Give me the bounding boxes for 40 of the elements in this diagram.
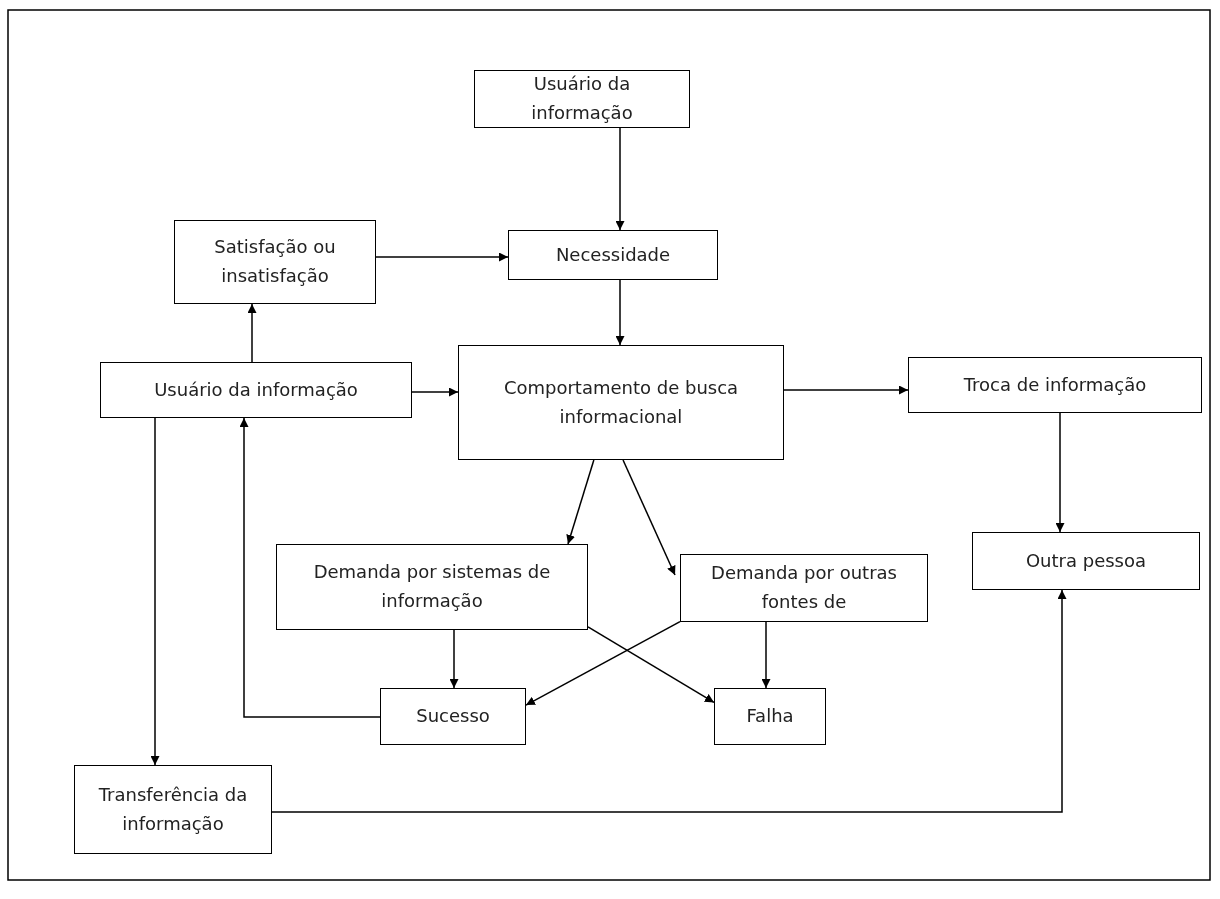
arrow [622, 459, 676, 576]
process-box [458, 345, 784, 460]
arrow [615, 279, 625, 346]
node-label: Outra pessoa [1025, 548, 1147, 573]
arrow [783, 385, 909, 395]
arrow [239, 417, 381, 718]
arrow [615, 127, 625, 231]
arrow [150, 417, 160, 766]
node-label: Falha [746, 704, 794, 729]
process-box [276, 544, 588, 630]
process-box [508, 230, 718, 280]
arrow [247, 303, 257, 363]
process-box [174, 220, 376, 304]
arrow [566, 459, 595, 545]
process-box [908, 357, 1202, 413]
node-label: Troca de informação [963, 372, 1147, 397]
node-label: Demanda por outras fontes de [710, 561, 898, 614]
process-box [972, 532, 1200, 590]
arrow [587, 626, 715, 704]
process-box [380, 688, 526, 745]
arrow [411, 387, 459, 397]
node-label: Usuário da informação [530, 72, 634, 125]
node-label: Sucesso [416, 704, 490, 729]
arrow [525, 620, 681, 706]
process-box [100, 362, 412, 418]
node-label: Comportamento de busca informacional [502, 375, 740, 429]
process-box [74, 765, 272, 854]
arrow [1055, 412, 1065, 533]
process-box [474, 70, 690, 128]
arrow [761, 621, 771, 689]
node-label: Usuário da informação [154, 377, 358, 402]
node-label: Satisfação ou insatisfação [213, 235, 337, 288]
node-label: Transferência da informação [97, 782, 249, 836]
process-box [680, 554, 928, 622]
arrow [449, 629, 459, 689]
arrow [375, 252, 509, 262]
node-label: Necessidade [555, 242, 671, 267]
arrow [271, 589, 1067, 813]
process-box [714, 688, 826, 745]
node-label: Demanda por sistemas de informação [312, 560, 552, 613]
